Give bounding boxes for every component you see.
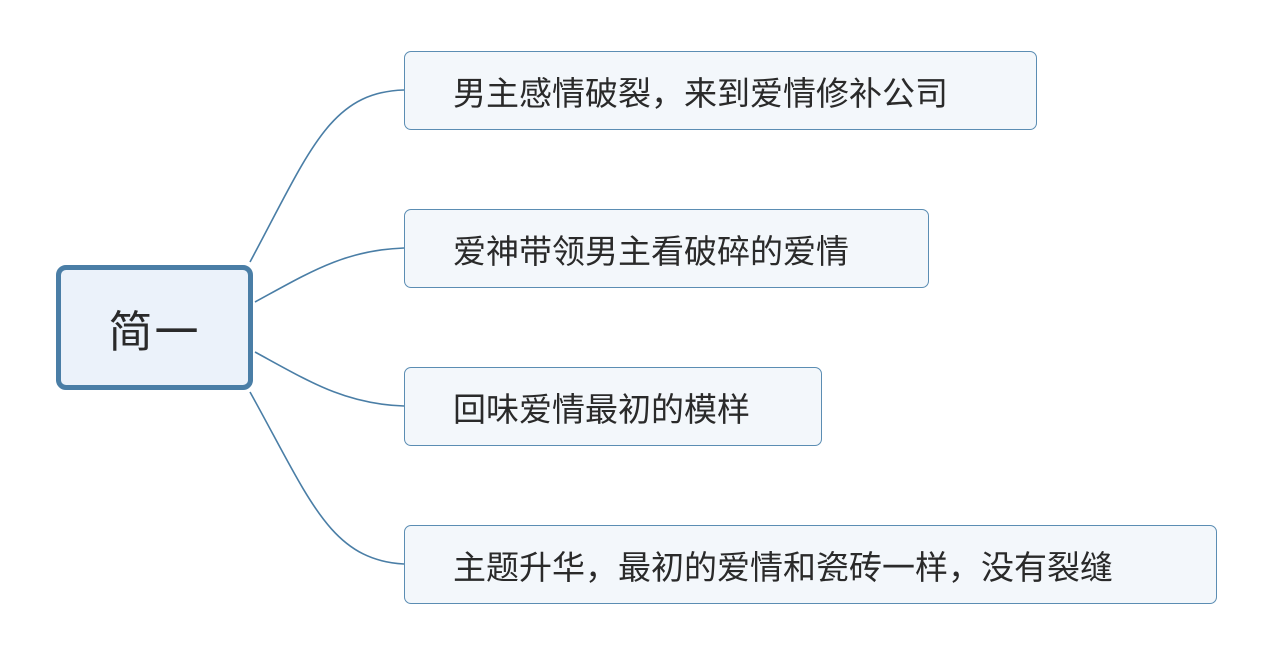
root-topic-node[interactable]: 简一 xyxy=(56,265,253,390)
branch-topic-label: 回味爱情最初的模样 xyxy=(453,389,750,429)
connector-line-0 xyxy=(249,89,405,263)
branch-topic-node-3[interactable]: 回味爱情最初的模样 xyxy=(404,367,822,446)
branch-topic-label: 主题升华，最初的爱情和瓷砖一样，没有裂缝 xyxy=(453,547,1113,587)
branch-topic-node-2[interactable]: 爱神带领男主看破碎的爱情 xyxy=(404,209,929,288)
connector-line-3 xyxy=(249,391,405,565)
branch-topic-label: 爱神带领男主看破碎的爱情 xyxy=(453,231,849,271)
branch-topic-label: 男主感情破裂，来到爱情修补公司 xyxy=(453,73,948,113)
root-topic-label: 简一 xyxy=(108,306,201,358)
branch-topic-node-1[interactable]: 男主感情破裂，来到爱情修补公司 xyxy=(404,51,1037,130)
branch-topic-node-4[interactable]: 主题升华，最初的爱情和瓷砖一样，没有裂缝 xyxy=(404,525,1217,604)
connector-line-1 xyxy=(254,247,405,303)
connector-line-2 xyxy=(254,351,405,407)
